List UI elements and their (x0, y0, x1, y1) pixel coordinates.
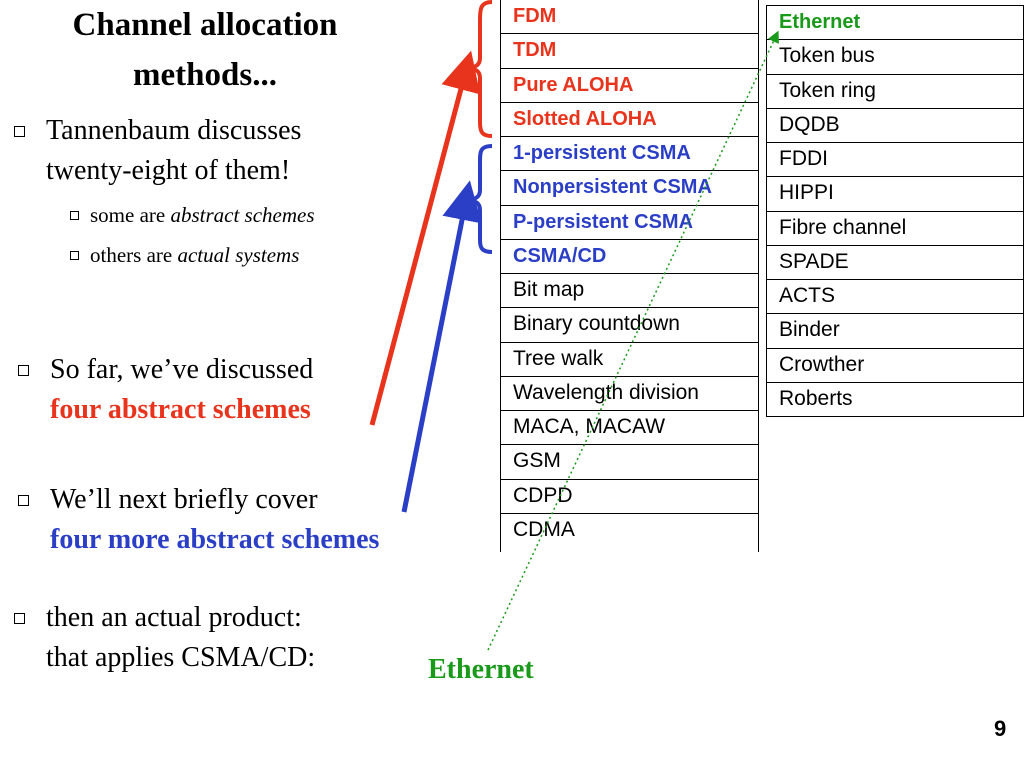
sub-bullet-emphasis: actual systems (177, 243, 300, 267)
table-row: FDDI (767, 143, 1023, 178)
table-row: Fibre channel (767, 212, 1023, 246)
bullet-so-far: So far, we’ve discussed four abstract sc… (18, 350, 388, 430)
table-row: GSM (501, 445, 758, 480)
sub-bullet-prefix: others are (90, 243, 178, 267)
sub-bullet-box-icon (70, 251, 79, 260)
table-row: Token bus (767, 40, 1023, 75)
sub-bullet-abstract: some are abstract schemes (70, 200, 400, 230)
bullet-box-icon (18, 365, 29, 376)
table-row: Wavelength division (501, 377, 758, 411)
bullet-line-2: that applies CSMA/CD: (46, 642, 316, 673)
sub-bullet-actual: others are actual systems (70, 240, 400, 270)
blue-brace-icon (465, 144, 493, 254)
methods-table-right: Ethernet Token bus Token ring DQDB FDDI … (766, 5, 1024, 417)
bullet-line-1: then an actual product: (46, 602, 302, 633)
table-row: CDMA (513, 517, 575, 541)
bullet-line-1: So far, we’ve discussed (50, 354, 314, 385)
table-row: HIPPI (767, 177, 1023, 212)
bullet-line-1: We’ll next briefly cover (50, 484, 318, 515)
table-row: Binder (767, 314, 1023, 349)
table-row: 1-persistent CSMA (501, 137, 758, 172)
sub-bullet-text: others are actual systems (90, 240, 400, 270)
sub-bullet-emphasis: abstract schemes (170, 203, 315, 227)
table-row: Pure ALOHA (501, 69, 758, 103)
table-row: FDM (501, 0, 758, 35)
red-brace-icon (465, 0, 493, 138)
table-row: Binary countdown (501, 308, 758, 343)
table-row: Tree walk (501, 343, 758, 377)
blue-arrow-icon (401, 180, 482, 513)
bullet-line-1: Tannenbaum discusses (46, 115, 302, 146)
bullet-line-2: twenty-eight of them! (46, 155, 291, 186)
table-row: Crowther (767, 349, 1023, 383)
table-row: CDPD (501, 480, 758, 514)
methods-table-left: FDM TDM Pure ALOHA Slotted ALOHA 1-persi… (500, 0, 759, 552)
table-row: DQDB (767, 109, 1023, 143)
table-row: MACA, MACAW (501, 411, 758, 446)
bullet-tannenbaum: Tannenbaum discusses twenty-eight of the… (14, 111, 384, 191)
table-row: ACTS (767, 280, 1023, 315)
table-row: Bit map (501, 274, 758, 309)
page-number: 9 (994, 716, 1007, 741)
sub-bullet-text: some are abstract schemes (90, 200, 400, 230)
bullet-line-2: four abstract schemes (50, 394, 311, 425)
table-row: Token ring (767, 75, 1023, 109)
sub-bullet-box-icon (70, 211, 79, 220)
table-row: TDM (501, 34, 758, 69)
bullet-actual-product: then an actual product: that applies CSM… (14, 598, 384, 678)
bullet-box-icon (18, 495, 29, 506)
table-row: CSMA/CD (501, 240, 758, 274)
table-row: Nonpersistent CSMA (501, 171, 758, 206)
ethernet-label: Ethernet (428, 654, 534, 685)
table-row: Slotted ALOHA (501, 103, 758, 137)
slide-title: Channel allocation methods... (72, 7, 338, 93)
bullet-box-icon (14, 613, 25, 624)
table-row: P-persistent CSMA (501, 206, 758, 240)
sub-bullet-prefix: some are (90, 203, 171, 227)
table-row: Roberts (767, 383, 1023, 417)
table-row: Ethernet (767, 6, 1023, 41)
bullet-box-icon (14, 126, 25, 137)
table-row: SPADE (767, 246, 1023, 280)
bullet-next-cover: We’ll next briefly cover four more abstr… (18, 480, 458, 560)
bullet-line-2: four more abstract schemes (50, 524, 380, 555)
